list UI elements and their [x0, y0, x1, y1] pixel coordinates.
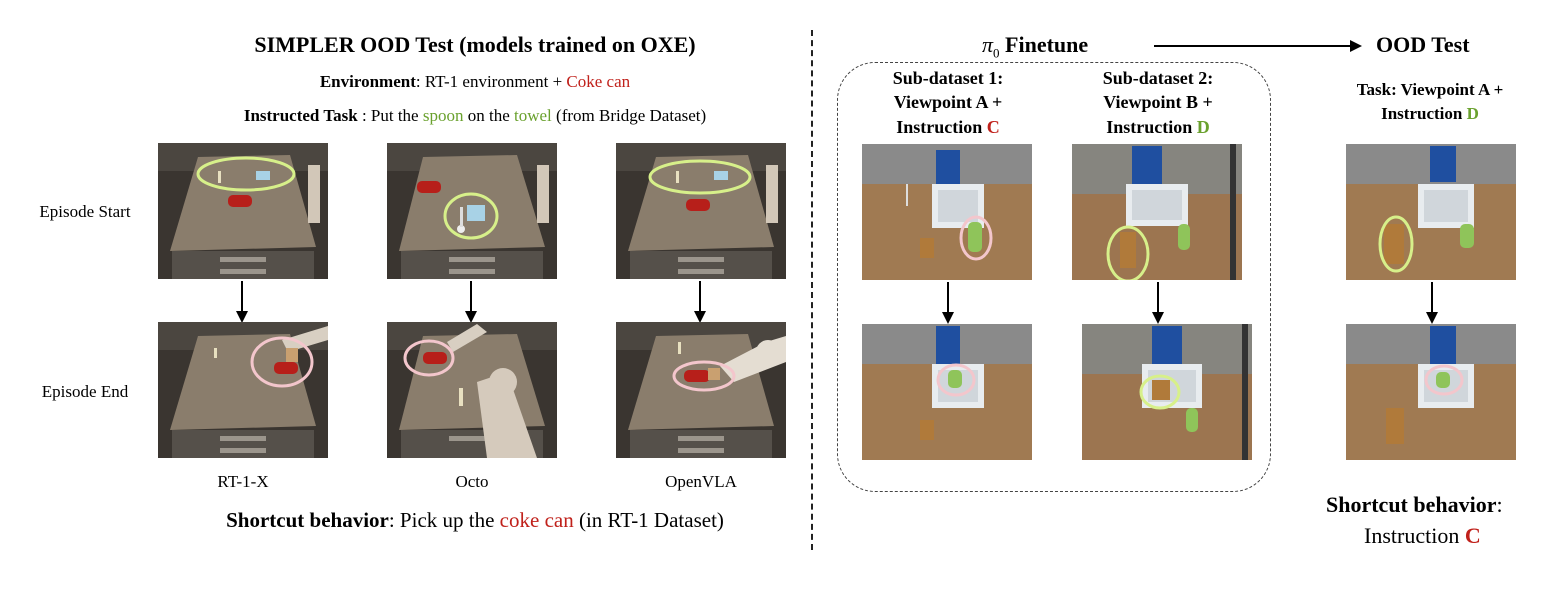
- rt1x-end-image: [158, 322, 328, 458]
- right-shortcut-letter: C: [1464, 523, 1481, 548]
- right-shortcut-line2: Instruction C: [1364, 523, 1481, 549]
- right-shortcut-title: Shortcut behavior:: [1326, 492, 1503, 518]
- ood-task-letter: D: [1466, 103, 1479, 123]
- octo-start-image: [387, 143, 557, 279]
- sub2-letter: D: [1196, 116, 1210, 137]
- sub1-letter: C: [986, 116, 1000, 137]
- environment-highlight: Coke can: [566, 72, 631, 91]
- left-shortcut-label: Shortcut behavior: [226, 508, 389, 532]
- arrow-down-sub1: [942, 282, 954, 324]
- sub2-end-image: [1082, 324, 1252, 460]
- arrow-down-octo: [465, 281, 477, 323]
- sub1-end-image: [862, 324, 1032, 460]
- openvla-start-image: [616, 143, 786, 279]
- pi-symbol: π: [982, 32, 994, 57]
- right-shortcut-colon: :: [1496, 492, 1503, 517]
- sub2-line3: Instruction: [1106, 116, 1197, 137]
- ood-start-image: [1346, 144, 1516, 280]
- right-shortcut-instruction: Instruction: [1364, 523, 1465, 548]
- ood-task-line2: Instruction: [1381, 103, 1467, 123]
- ood-task-label: Task: Viewpoint A + Instruction D: [1330, 78, 1530, 126]
- left-title: SIMPLER OOD Test (models trained on OXE): [254, 32, 696, 57]
- instructed-task-line: Instructed Task : Put the spoon on the t…: [160, 106, 790, 126]
- finetune-title: π0 Finetune: [982, 32, 1088, 61]
- sub2-start-image: [1072, 144, 1242, 280]
- arrow-down-ood: [1426, 282, 1438, 324]
- left-shortcut-highlight: coke can: [499, 508, 574, 532]
- panel-divider: [811, 30, 813, 550]
- task-text-1: : Put the: [357, 106, 423, 125]
- right-shortcut-label: Shortcut behavior: [1326, 492, 1497, 517]
- environment-line: Environment: RT-1 environment + Coke can: [160, 72, 790, 92]
- ood-task-line1: Task: Viewpoint A +: [1356, 80, 1504, 99]
- model-label-openvla: OpenVLA: [665, 472, 737, 491]
- sub1-line1: Sub-dataset 1:: [892, 68, 1004, 88]
- left-shortcut-text-1: : Pick up the: [388, 508, 500, 532]
- sub2-line1: Sub-dataset 2:: [1102, 68, 1214, 88]
- sub-dataset-1-label: Sub-dataset 1: Viewpoint A + Instruction…: [858, 66, 1038, 139]
- task-object-spoon: spoon: [422, 106, 464, 125]
- model-label-rt1x: RT-1-X: [217, 472, 269, 491]
- task-object-towel: towel: [514, 106, 552, 125]
- sub1-start-image: [862, 144, 1032, 280]
- sub2-line2: Viewpoint B +: [1103, 92, 1213, 113]
- left-shortcut-text-2: (in RT-1 Dataset): [573, 508, 724, 532]
- octo-end-image: [387, 322, 557, 458]
- environment-text: : RT-1 environment +: [415, 72, 567, 91]
- model-label-octo: Octo: [455, 472, 489, 491]
- arrow-down-rt1x: [236, 281, 248, 323]
- openvla-end-image: [616, 322, 786, 458]
- task-text-2: on the: [463, 106, 515, 125]
- ood-end-image: [1346, 324, 1516, 460]
- finetune-word: Finetune: [999, 32, 1089, 57]
- ood-title: OOD Test: [1376, 32, 1470, 57]
- row-label-episode-start: Episode Start: [39, 202, 131, 221]
- sub-dataset-2-label: Sub-dataset 2: Viewpoint B + Instruction…: [1068, 66, 1248, 139]
- arrow-down-sub2: [1152, 282, 1164, 324]
- sub1-line3: Instruction: [896, 116, 987, 137]
- arrow-right-finetune-to-ood: [1154, 40, 1362, 52]
- left-shortcut-line: Shortcut behavior: Pick up the coke can …: [140, 508, 810, 533]
- row-label-episode-end: Episode End: [41, 382, 129, 401]
- pi-subscript: 0: [993, 45, 1000, 61]
- environment-label: Environment: [319, 72, 416, 91]
- task-text-3: (from Bridge Dataset): [551, 106, 707, 125]
- sub1-line2: Viewpoint A +: [893, 92, 1003, 113]
- rt1x-start-image: [158, 143, 328, 279]
- task-label: Instructed Task: [243, 106, 358, 125]
- finetune-group-box: [837, 62, 1271, 492]
- arrow-down-openvla: [694, 281, 706, 323]
